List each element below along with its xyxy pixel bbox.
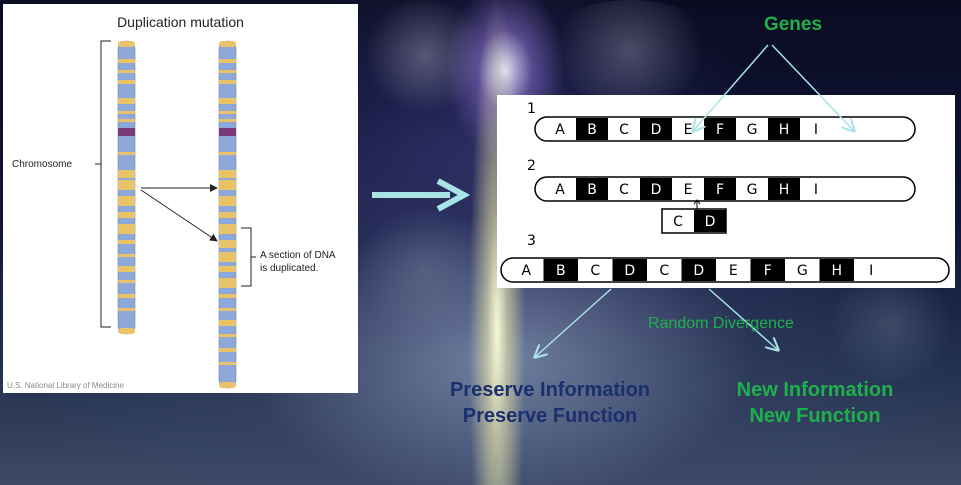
gene-c: C xyxy=(619,182,629,198)
svg-text:B: B xyxy=(587,122,597,138)
svg-text:D: D xyxy=(705,214,716,230)
row-number: 2 xyxy=(527,158,536,174)
duplicated-section-bracket xyxy=(241,227,256,287)
gene-f: F xyxy=(750,259,785,281)
gene-f: F xyxy=(704,118,736,140)
gene-h: H xyxy=(768,178,800,200)
svg-text:A: A xyxy=(555,122,565,138)
fractal-cloud xyxy=(540,0,720,100)
svg-text:H: H xyxy=(831,263,842,279)
gene-e: E xyxy=(684,122,693,138)
gene-d: D xyxy=(681,259,716,281)
chromosome-label: Chromosome xyxy=(12,159,73,170)
dna-label-line1: A section of DNA xyxy=(260,250,336,261)
svg-text:H: H xyxy=(779,122,790,138)
gene-i: I xyxy=(814,182,818,198)
svg-text:G: G xyxy=(797,263,808,279)
gene-c: C xyxy=(673,214,683,230)
genes-title: Genes xyxy=(763,14,823,35)
gene-c: C xyxy=(659,263,669,279)
chromosome-diagram: Duplication mutation xyxy=(3,4,358,393)
chromosome-original xyxy=(117,40,136,335)
svg-text:C: C xyxy=(673,214,683,230)
svg-text:B: B xyxy=(556,263,566,279)
gene-row: 1A B C D E F G H I xyxy=(527,101,916,142)
new-outcome: New Information New Function xyxy=(700,377,930,429)
svg-text:I: I xyxy=(814,182,818,198)
gene-i: I xyxy=(869,263,873,279)
gene-a: A xyxy=(555,182,565,198)
svg-text:A: A xyxy=(521,263,531,279)
gene-h: H xyxy=(819,259,854,281)
svg-text:C: C xyxy=(659,263,669,279)
gene-c: C xyxy=(619,122,629,138)
random-divergence-label: Random Divergence xyxy=(648,315,794,332)
new-function: New Function xyxy=(749,405,881,427)
image-credit: U.S. National Library of Medicine xyxy=(7,381,124,390)
gene-g: G xyxy=(747,182,758,198)
svg-text:C: C xyxy=(590,263,600,279)
fractal-cloud xyxy=(350,210,500,330)
gene-g: G xyxy=(797,263,808,279)
gene-d: D xyxy=(612,259,647,281)
svg-text:D: D xyxy=(651,182,662,198)
insertion-caret xyxy=(693,199,701,210)
svg-text:A: A xyxy=(555,182,565,198)
diagram-title: Duplication mutation xyxy=(117,14,244,30)
svg-text:E: E xyxy=(684,182,693,198)
gene-f: F xyxy=(704,178,736,200)
gene-row: 2A B C D E F G H I xyxy=(527,158,916,202)
svg-text:I: I xyxy=(869,263,873,279)
gene-a: A xyxy=(521,263,531,279)
chromosome-duplicated xyxy=(218,40,237,389)
svg-text:D: D xyxy=(693,263,704,279)
svg-text:G: G xyxy=(747,122,758,138)
svg-text:F: F xyxy=(716,122,724,138)
gene-h: H xyxy=(768,118,800,140)
gene-e: E xyxy=(729,263,738,279)
new-information: New Information xyxy=(736,379,894,401)
preserve-outcome: Preserve Information Preserve Function xyxy=(405,377,695,429)
preserve-information: Preserve Information xyxy=(449,379,651,401)
preserve-arrow xyxy=(535,288,612,357)
gene-d: D xyxy=(640,178,672,200)
gene-i: I xyxy=(814,122,818,138)
svg-text:I: I xyxy=(814,122,818,138)
svg-text:D: D xyxy=(624,263,635,279)
svg-text:G: G xyxy=(747,182,758,198)
row-number: 1 xyxy=(527,101,536,117)
chromosome-drawing xyxy=(95,40,256,389)
gene-d: D xyxy=(694,210,726,232)
svg-text:F: F xyxy=(716,182,724,198)
svg-text:E: E xyxy=(684,122,693,138)
fractal-cloud xyxy=(360,0,490,110)
preserve-function: Preserve Function xyxy=(462,405,638,427)
chromosome-bracket xyxy=(95,40,111,328)
transition-arrow xyxy=(372,178,470,212)
gene-d: D xyxy=(640,118,672,140)
gene-a: A xyxy=(555,122,565,138)
svg-text:E: E xyxy=(729,263,738,279)
svg-text:F: F xyxy=(764,263,772,279)
svg-text:D: D xyxy=(651,122,662,138)
fractal-cloud xyxy=(820,270,960,380)
gene-b: B xyxy=(576,178,608,200)
gene-b: B xyxy=(576,118,608,140)
gene-c: C xyxy=(590,263,600,279)
gene-e: E xyxy=(684,182,693,198)
gene-row: 3A B C D C D E F G H I xyxy=(500,233,950,283)
svg-text:C: C xyxy=(619,182,629,198)
duplication-arrows xyxy=(140,184,218,242)
gene-g: G xyxy=(747,122,758,138)
svg-text:H: H xyxy=(779,182,790,198)
svg-text:C: C xyxy=(619,122,629,138)
svg-text:B: B xyxy=(587,182,597,198)
dna-label-line2: is duplicated. xyxy=(260,263,319,274)
row-number: 3 xyxy=(527,233,536,249)
gene-b: B xyxy=(543,259,578,281)
